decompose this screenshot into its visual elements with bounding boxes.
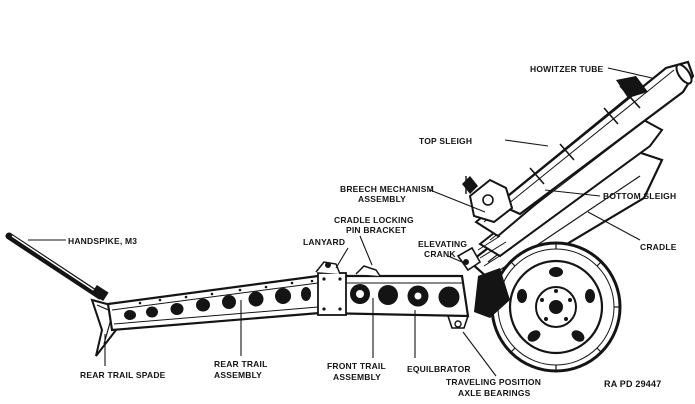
label-rear-trail-1: REAR TRAIL [214,359,267,369]
callout-labels: HOWITZER TUBE TOP SLEIGH BREECH MECHANIS… [68,64,677,398]
label-breech-mechanism-1: BREECH MECHANISM [340,184,434,194]
label-rear-trail-spade: REAR TRAIL SPADE [80,370,166,380]
label-howitzer-tube: HOWITZER TUBE [530,64,604,74]
figure-id: RA PD 29447 [604,379,661,389]
label-front-trail-1: FRONT TRAIL [327,361,386,371]
label-elevating-crank-2: CRANK [424,249,456,259]
label-lanyard: LANYARD [303,237,345,247]
trail-drawing [90,261,470,357]
label-handspike: HANDSPIKE, M3 [68,236,137,246]
label-bottom-sleigh: BOTTOM SLEIGH [603,191,676,201]
label-cradle: CRADLE [640,242,677,252]
label-elevating-crank-1: ELEVATING [418,239,467,249]
label-cradle-locking-2: PIN BRACKET [346,225,407,235]
wheel-drawing [474,241,622,373]
label-traveling-position-2: AXLE BEARINGS [458,388,531,398]
label-rear-trail-2: ASSEMBLY [214,370,262,380]
handspike-drawing [5,232,109,302]
label-equilibrator: EQUILBRATOR [407,364,471,374]
label-breech-mechanism-2: ASSEMBLY [358,194,406,204]
leader-lines [28,67,653,377]
label-cradle-locking-1: CRADLE LOCKING [334,215,414,225]
label-top-sleigh: TOP SLEIGH [419,136,472,146]
label-front-trail-2: ASSEMBLY [333,372,381,382]
label-traveling-position-1: TRAVELING POSITION [446,377,541,387]
